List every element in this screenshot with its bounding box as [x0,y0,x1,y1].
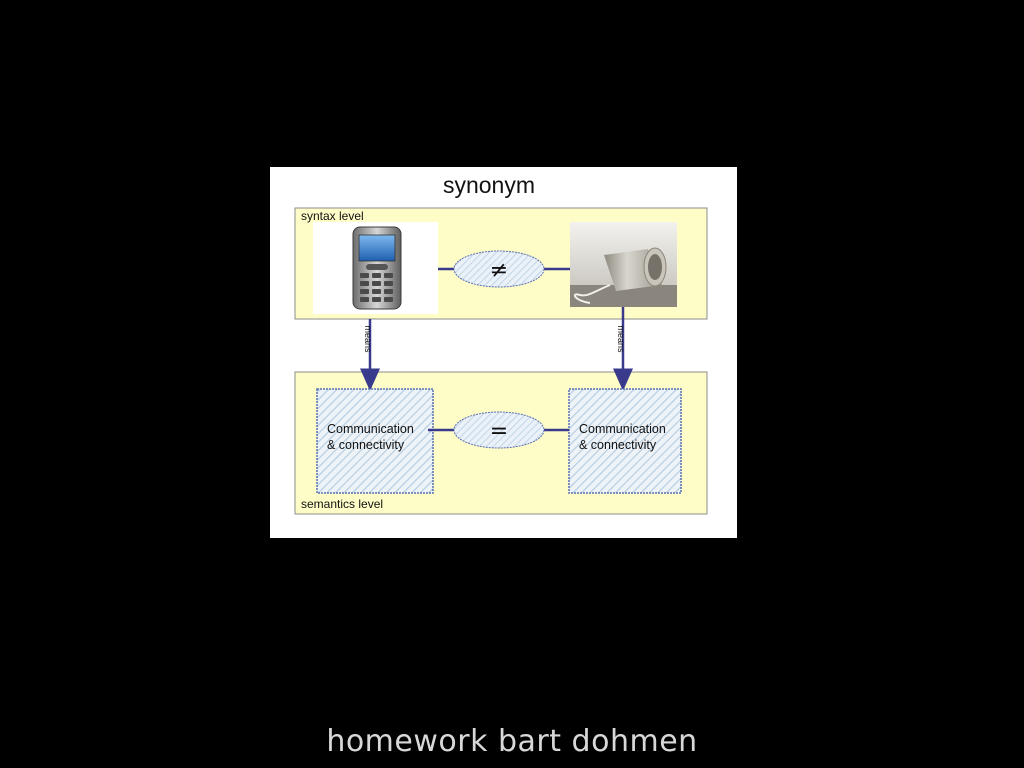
concept-right-line2: & connectivity [579,438,657,452]
equal-ellipse [453,411,545,449]
means-label-right: means [616,325,626,353]
not-equal-symbol: ≠ [490,258,508,283]
footer-caption: homework bart dohmen [326,724,698,759]
concept-box-right [568,388,682,494]
concept-right-line1: Communication [579,422,666,436]
means-label-left: means [363,325,373,353]
equal-symbol: = [490,419,508,444]
concept-left-line1: Communication [327,422,414,436]
mobile-phone-image [313,222,438,314]
syntax-level-label: syntax level [301,209,364,223]
concept-text-left: Communication & connectivity [327,422,417,452]
tin-can-telephone-image [570,222,677,307]
concept-box-left [316,388,434,494]
concept-text-right: Communication & connectivity [579,422,669,452]
diagram-title: synonym [443,172,535,198]
synonym-diagram: synonym syntax level semantics level [270,167,737,538]
semantics-level-label: semantics level [301,497,383,511]
not-equal-ellipse [453,250,545,288]
concept-left-line2: & connectivity [327,438,405,452]
